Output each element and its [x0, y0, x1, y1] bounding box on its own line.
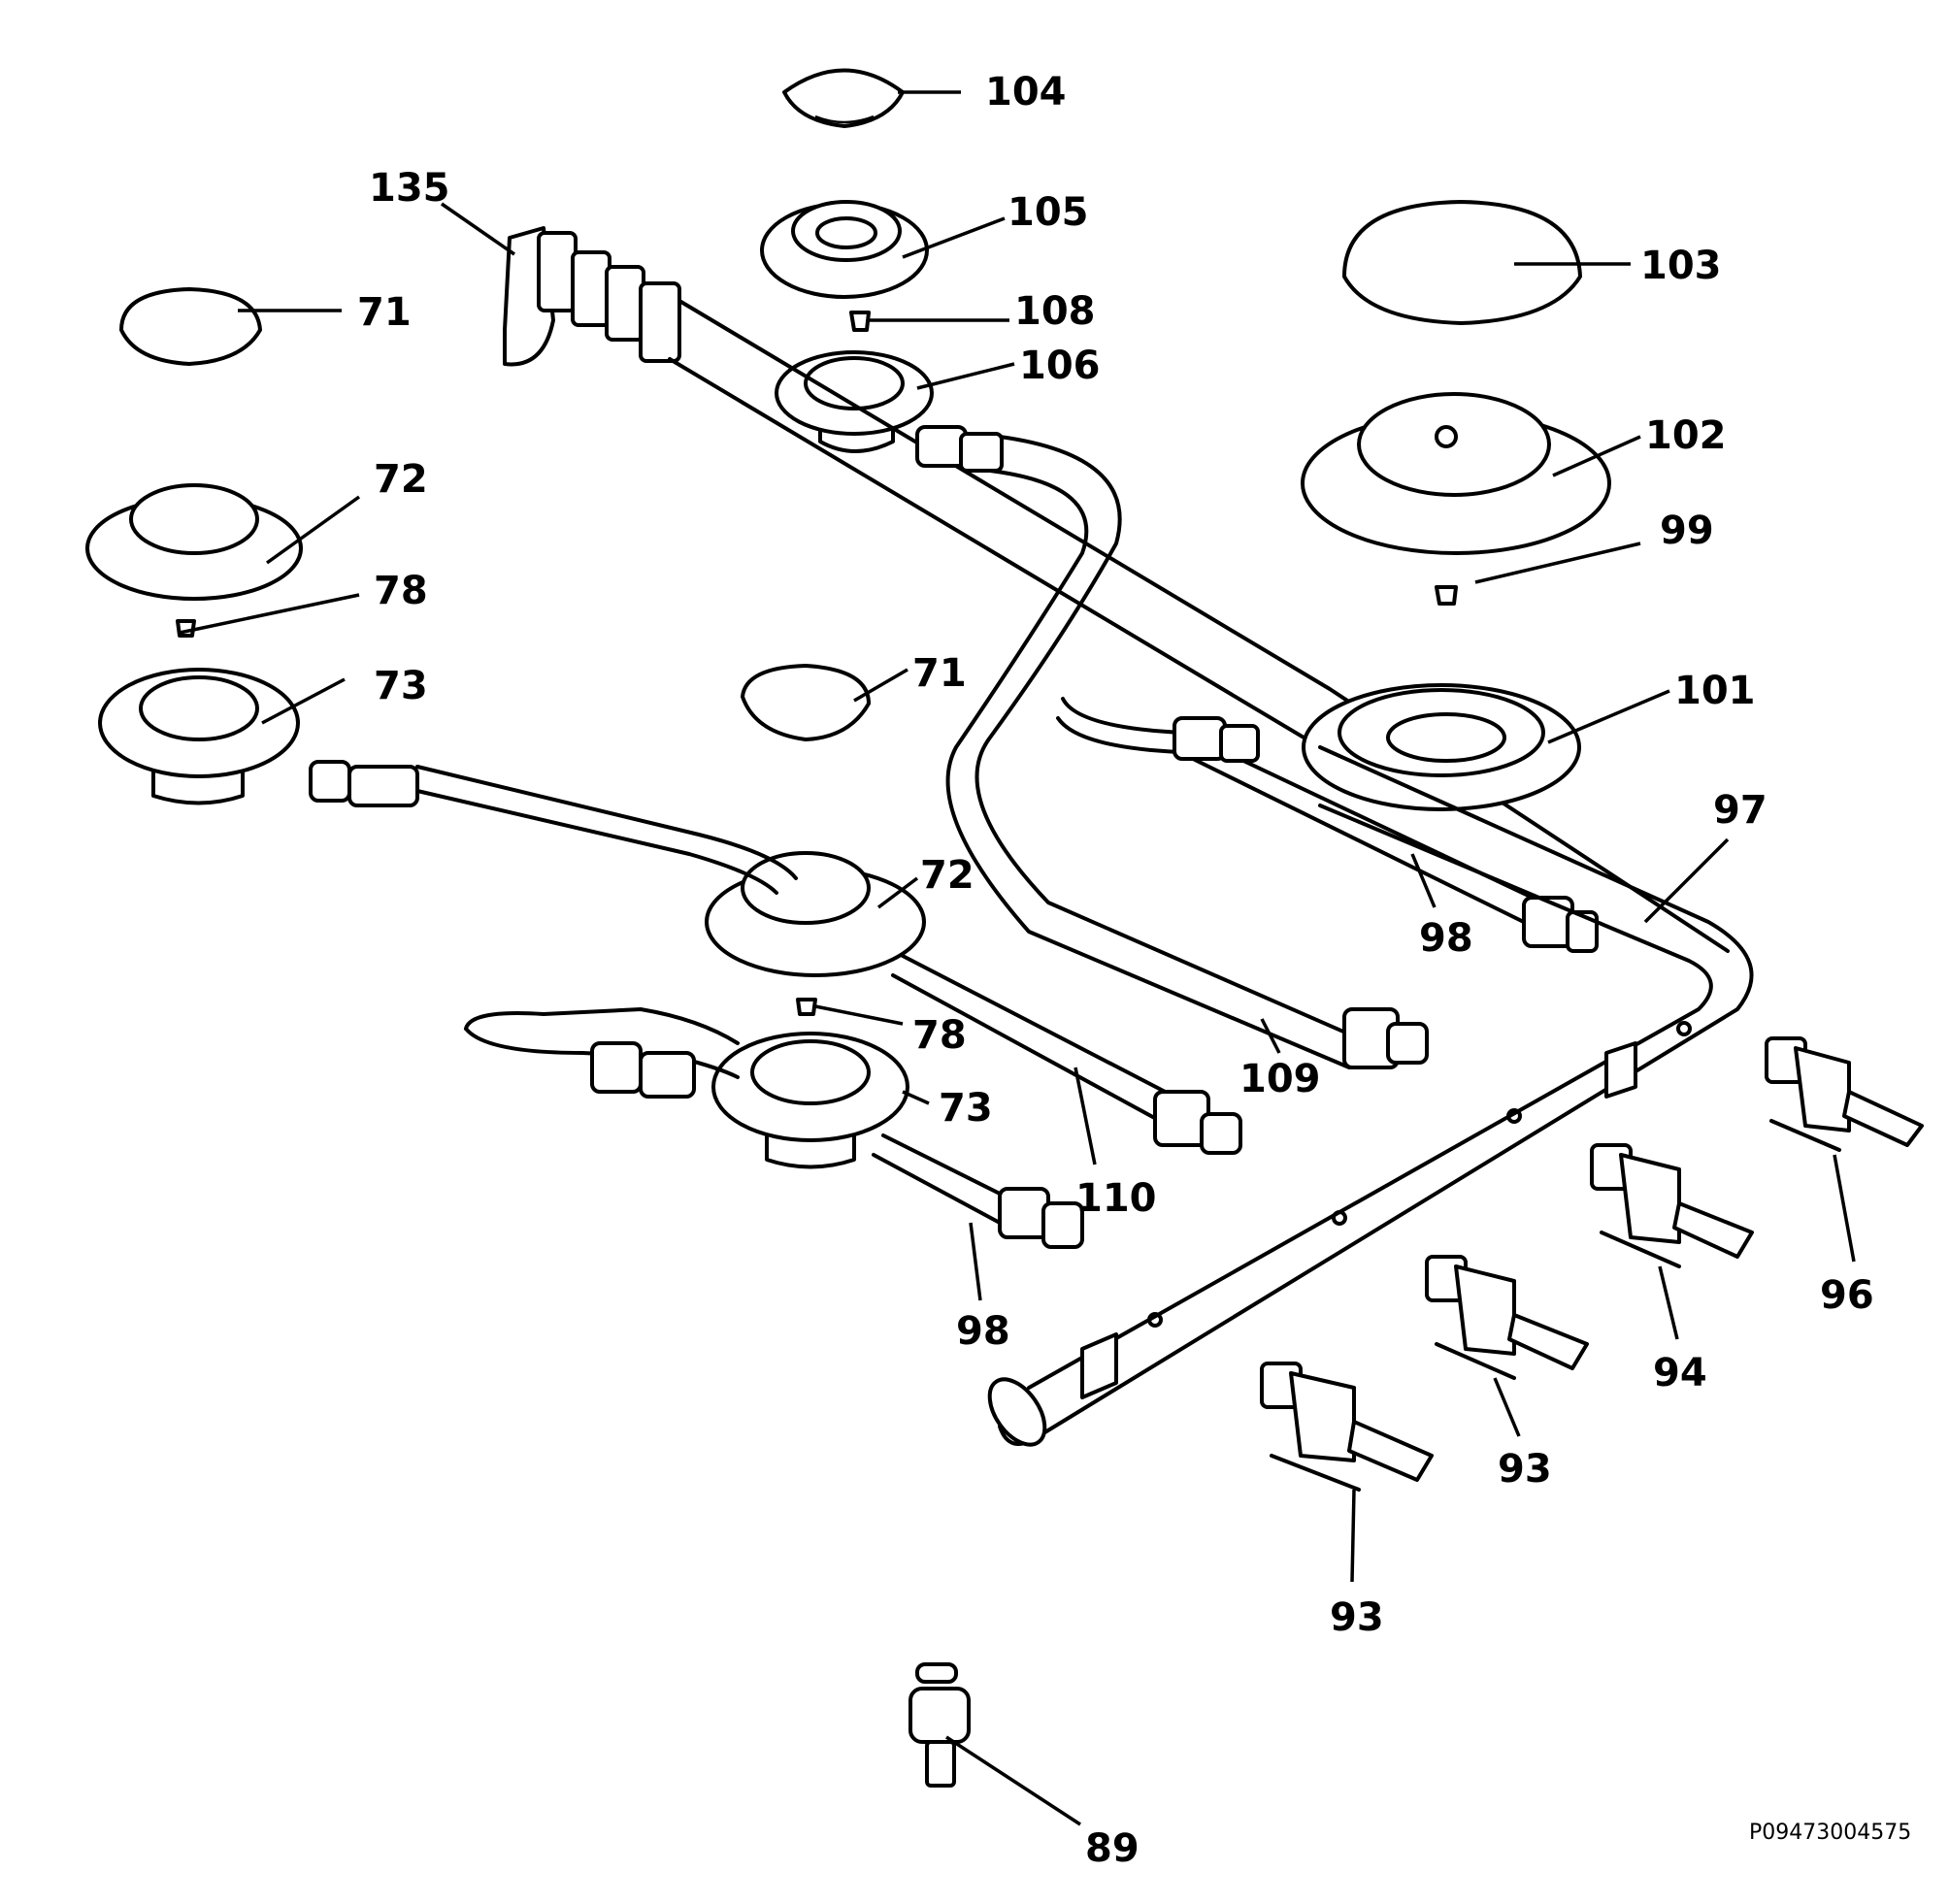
- part-104-cap: [782, 68, 905, 128]
- callout-103: 103: [1640, 244, 1722, 288]
- part-93-valve-lower: [1260, 1362, 1434, 1492]
- callout-102: 102: [1645, 413, 1727, 458]
- callout-93-upper: 93: [1498, 1447, 1552, 1492]
- callout-96: 96: [1820, 1273, 1874, 1318]
- part-94-valve: [1590, 1143, 1754, 1268]
- callout-106: 106: [1019, 344, 1101, 388]
- callout-110: 110: [1075, 1176, 1157, 1221]
- part-71-cap-center: [741, 664, 871, 741]
- callout-99: 99: [1660, 509, 1714, 553]
- callout-94: 94: [1653, 1351, 1707, 1395]
- part-71-cap-left: [119, 287, 262, 366]
- part-main-gas-pipe: [668, 299, 1730, 953]
- callout-73-left: 73: [374, 664, 428, 708]
- callout-98-left: 98: [956, 1309, 1010, 1354]
- part-72-burner-crown-center: [705, 851, 926, 977]
- part-pipe-98-left: [464, 1007, 1084, 1249]
- callout-104: 104: [985, 70, 1067, 115]
- part-106-burner-base: [775, 350, 934, 453]
- part-73-burner-base-left: [98, 668, 300, 805]
- callout-101: 101: [1674, 669, 1756, 713]
- drawing-code: P09473004575: [1749, 1821, 1911, 1845]
- callout-98-right: 98: [1419, 916, 1473, 961]
- callout-71-center: 71: [912, 651, 967, 696]
- callout-93-lower: 93: [1330, 1595, 1384, 1640]
- callout-97: 97: [1713, 788, 1767, 833]
- part-pipe-left: [309, 760, 798, 895]
- part-102-burner-crown: [1301, 392, 1611, 555]
- callout-135: 135: [369, 166, 450, 211]
- part-pipe-110: [891, 954, 1242, 1155]
- callout-72-left: 72: [374, 457, 428, 502]
- part-72-burner-crown-left: [85, 483, 303, 601]
- part-78-jet-center: [796, 998, 817, 1016]
- part-89-inlet-fitting: [908, 1662, 971, 1788]
- callout-78-left: 78: [374, 569, 428, 613]
- callout-109: 109: [1239, 1057, 1321, 1101]
- leader-lines: [179, 90, 1856, 1826]
- part-103-cap: [1342, 200, 1582, 325]
- part-105-burner-crown: [760, 200, 929, 299]
- callout-73-center: 73: [939, 1086, 993, 1131]
- callout-71-left: 71: [357, 290, 412, 335]
- part-pipe-upper-right: [915, 425, 1429, 1069]
- callout-108: 108: [1014, 289, 1096, 334]
- part-97-gas-rail: [987, 745, 1754, 1447]
- part-99-jet: [1435, 585, 1458, 606]
- callout-72-center: 72: [920, 853, 974, 898]
- part-108-jet: [849, 311, 871, 332]
- callout-105: 105: [1008, 190, 1089, 235]
- part-96-valve: [1765, 1036, 1924, 1152]
- part-101-burner-base: [1302, 683, 1581, 811]
- part-135-inlet-elbow: [503, 226, 681, 367]
- part-93-valve-upper: [1425, 1255, 1589, 1380]
- callout-89: 89: [1085, 1826, 1140, 1871]
- part-73-burner-base-center: [711, 1032, 909, 1169]
- part-pipe-98-right: [1056, 697, 1599, 953]
- callout-78-center: 78: [912, 1013, 967, 1058]
